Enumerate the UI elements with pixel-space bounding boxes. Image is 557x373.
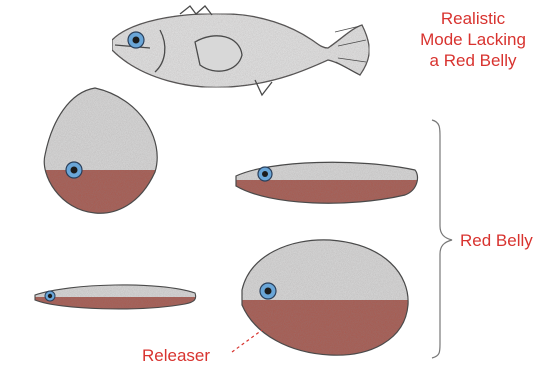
caption-line-2: Mode Lacking: [398, 29, 548, 50]
releaser-label: Releaser: [142, 345, 210, 366]
caption-line-3: a Red Belly: [398, 50, 548, 71]
elongated-model: [230, 162, 425, 215]
releaser-pointer-line: [232, 330, 262, 352]
realistic-model-caption: Realistic Mode Lacking a Red Belly: [398, 8, 548, 71]
red-belly-label: Red Belly: [460, 230, 557, 251]
realistic-fish-model: [112, 6, 369, 95]
oval-model: [235, 240, 415, 360]
caption-line-1: Realistic: [398, 8, 548, 29]
thin-model: [30, 285, 200, 317]
group-bracket: [432, 120, 452, 358]
diamond-model: [30, 88, 170, 230]
